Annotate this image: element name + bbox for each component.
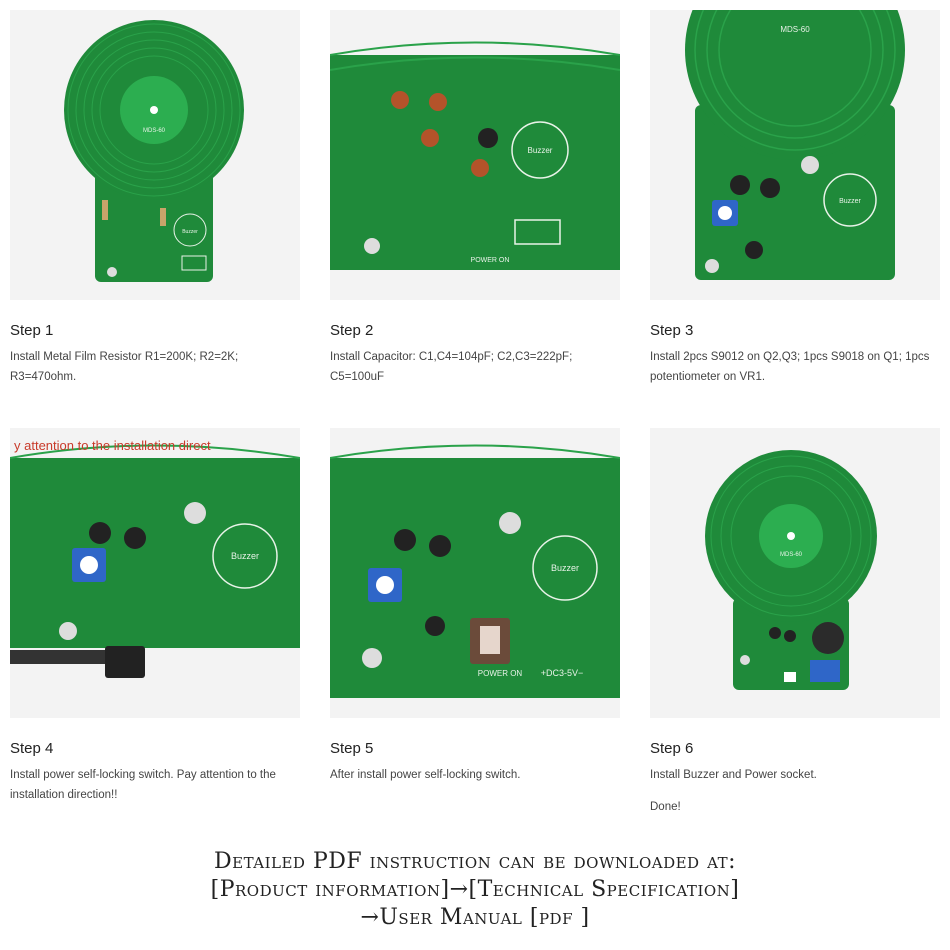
coil-label-3: MDS-60 [780, 25, 810, 34]
step-6-description-text: Install Buzzer and Power socket. [650, 769, 817, 781]
buzzer-silk-label: Buzzer [182, 229, 198, 235]
step-6-title: Step 6 [650, 740, 694, 757]
pcb-full-board-image: MDS-60 Buzzer [10, 10, 300, 300]
step-4-photo: y attention to the installation direct B… [10, 428, 300, 718]
pcb-switch-installed-image: Buzzer POWER ON +DC3-5V− [330, 428, 620, 718]
footer-line-3: →User Manual [pdf ] [360, 905, 590, 930]
footer-line-2: [Product information]→[Technical Specifi… [210, 877, 740, 902]
step-3-photo: MDS-60 Buzzer [650, 10, 940, 300]
step-2-photo: Buzzer POWER ON [330, 10, 620, 300]
step-4-description: Install power self-locking switch. Pay a… [10, 769, 276, 801]
pcb-transistors-image: MDS-60 Buzzer [650, 10, 940, 300]
step-3: MDS-60 Buzzer Step 3 Install 2pcs S9012 … [650, 10, 940, 387]
step-2-description: Install Capacitor: C1,C4=104pF; C2,C3=22… [330, 351, 573, 383]
pcb-capacitors-image: Buzzer POWER ON [330, 10, 620, 300]
pdf-download-note: Detailed PDF instruction can be download… [0, 848, 950, 932]
buzzer-silk-label-2: Buzzer [528, 146, 553, 155]
step-5-title: Step 5 [330, 740, 374, 757]
step-2-title: Step 2 [330, 322, 374, 339]
installation-direction-overlay-text: y attention to the installation direct [14, 438, 211, 453]
socket-silk-label: +DC3-5V− [541, 668, 584, 678]
step-1-description: Install Metal Film Resistor R1=200K; R2=… [10, 351, 239, 383]
pcb-switch-direction-image: y attention to the installation direct B… [10, 428, 300, 718]
steps-row-2: y attention to the installation direct B… [10, 428, 940, 817]
footer-line-1: Detailed PDF instruction can be download… [213, 849, 737, 874]
buzzer-silk-label-3: Buzzer [839, 198, 861, 205]
step-5-description: After install power self-locking switch. [330, 769, 521, 781]
step-6-photo: MDS-60 [650, 428, 940, 718]
step-6-done-text: Done! [650, 801, 681, 813]
step-4-title: Step 4 [10, 740, 54, 757]
coil-label-6: MDS-60 [780, 552, 803, 558]
power-silk-label: POWER ON [471, 257, 510, 264]
step-3-description: Install 2pcs S9012 on Q2,Q3; 1pcs S9018 … [650, 351, 930, 383]
coil-label: MDS-60 [143, 128, 166, 134]
step-1-title: Step 1 [10, 322, 54, 339]
step-1: MDS-60 Buzzer Step 1 Install Metal Film … [10, 10, 300, 387]
step-5-photo: Buzzer POWER ON +DC3-5V− [330, 428, 620, 718]
step-6: MDS-60 Step 6 Install Buzzer and Power s… [650, 428, 940, 817]
step-2: Buzzer POWER ON Step 2 Install Capacitor… [330, 10, 620, 387]
steps-row-1: MDS-60 Buzzer Step 1 Install Metal Film … [10, 10, 940, 387]
step-4: y attention to the installation direct B… [10, 428, 300, 817]
step-5: Buzzer POWER ON +DC3-5V− Step 5 After in… [330, 428, 620, 817]
buzzer-silk-label-4: Buzzer [231, 551, 259, 561]
power-silk-label-5: POWER ON [478, 669, 523, 678]
step-1-photo: MDS-60 Buzzer [10, 10, 300, 300]
pcb-completed-image: MDS-60 [650, 428, 940, 718]
buzzer-silk-label-5: Buzzer [551, 563, 579, 573]
step-6-description: Install Buzzer and Power socket. Done! [650, 765, 935, 817]
step-3-title: Step 3 [650, 322, 694, 339]
